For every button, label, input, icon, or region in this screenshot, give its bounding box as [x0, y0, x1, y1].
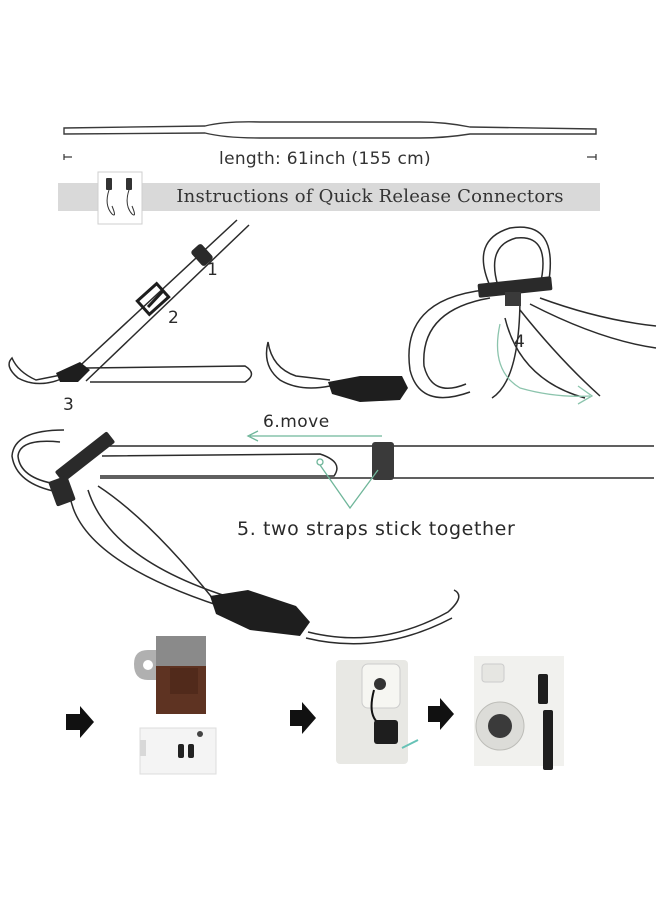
length-marker-left	[63, 154, 72, 160]
camera-finished-photo	[474, 656, 564, 770]
buckle-bottom-left	[48, 431, 115, 507]
step-2-label: 2	[168, 308, 179, 328]
step-1-label: 1	[207, 260, 218, 280]
clip-connector-left	[56, 362, 90, 382]
step-6-label: 6.move	[263, 412, 330, 432]
step-3-label: 3	[63, 395, 74, 415]
buckle-top	[191, 244, 213, 266]
banner-title: Instructions of Quick Release Connectors	[176, 186, 564, 207]
step-4-label: 4	[514, 332, 525, 352]
strap-length-label: length: 61inch (155 cm)	[219, 149, 431, 169]
move-arrow	[246, 430, 382, 442]
banner-background	[58, 183, 600, 211]
length-marker-right	[587, 154, 597, 160]
camera-side-photo	[336, 660, 419, 764]
slider-adjuster	[135, 281, 171, 317]
clip-connector-right	[328, 376, 408, 402]
right-arrow-icon	[290, 702, 316, 734]
connector-thumbnail-icon	[97, 171, 143, 225]
buckle-right	[477, 276, 553, 306]
strap-outline	[63, 121, 597, 139]
right-arrow-icon	[428, 698, 454, 730]
phone-case-photo	[139, 727, 217, 775]
strap-loop-right	[265, 226, 657, 399]
step-5-label: 5. two straps stick together	[237, 518, 516, 540]
stick-together-indicator	[316, 458, 379, 510]
right-arrow-icon	[66, 706, 94, 738]
connector-attachment-photo	[134, 636, 206, 714]
green-arrow-step4	[496, 323, 594, 405]
clip-connector-bottom	[210, 590, 310, 636]
strap-section-left	[8, 219, 253, 385]
